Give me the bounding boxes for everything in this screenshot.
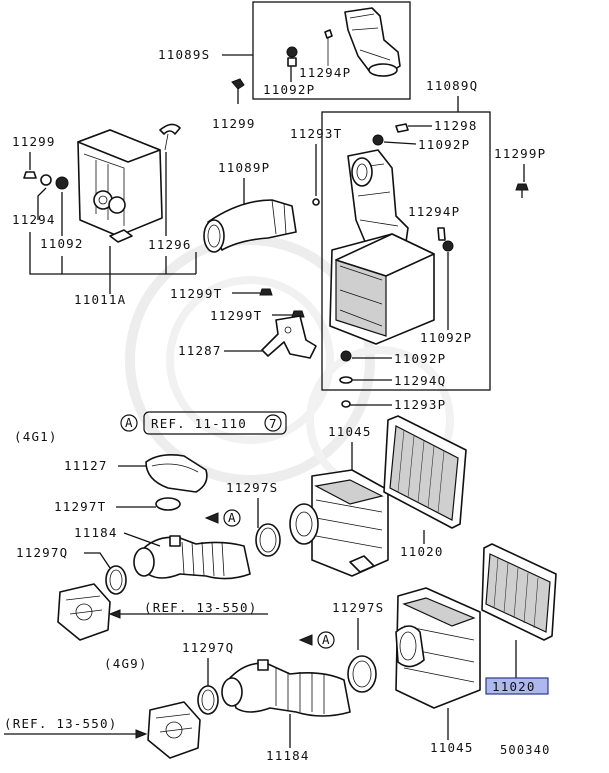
label-11092-left: 11092 <box>40 236 84 251</box>
ref-11-110-num: 7 <box>269 416 278 431</box>
ref-13-550-mid: (REF. 13-550) <box>144 600 257 615</box>
group-11089q-box <box>321 111 491 391</box>
marker-a-1: A <box>125 415 134 430</box>
label-11089s: 11089S <box>158 47 210 62</box>
ref-11-110-callout: A REF. 11-110 7 <box>120 411 287 435</box>
throttle-body-4g1 <box>57 583 111 641</box>
label-11045-top: 11045 <box>328 424 372 439</box>
label-11184-top: 11184 <box>74 525 118 540</box>
marker-a-3: A <box>322 632 331 647</box>
label-11092p-r2: 11092P <box>420 330 472 345</box>
bolt-11299 <box>231 78 245 104</box>
diagram-id: 500340 <box>500 743 551 757</box>
label-11294p-top: 11294P <box>299 65 351 80</box>
ref-13-550-bot: (REF. 13-550) <box>4 716 117 731</box>
intake-hose-bottom <box>221 659 351 717</box>
label-11297q-bot: 11297Q <box>182 640 234 655</box>
label-11020-highlighted[interactable]: 11020 <box>485 677 549 695</box>
air-cleaner-case-4g9 <box>395 587 481 709</box>
label-11293t: 11293T <box>290 126 342 141</box>
label-11020-highlight-text: 11020 <box>492 679 536 694</box>
label-11299t-b: 11299T <box>210 308 262 323</box>
cover-11127 <box>145 454 208 493</box>
label-11299p: 11299P <box>494 146 546 161</box>
label-4g1: (4G1) <box>14 429 58 444</box>
label-11127: 11127 <box>64 458 108 473</box>
label-11089p: 11089P <box>218 160 270 175</box>
bracket-11287 <box>261 315 317 359</box>
label-11045-bot: 11045 <box>430 740 474 755</box>
label-11299-left: 11299 <box>12 134 56 149</box>
label-11297q-top: 11297Q <box>16 545 68 560</box>
label-11294q: 11294Q <box>394 373 446 388</box>
label-11294p-right: 11294P <box>408 204 460 219</box>
label-11011a: 11011A <box>74 292 126 307</box>
label-11089q: 11089Q <box>426 78 478 93</box>
air-filter-bottom <box>481 543 557 641</box>
label-11299-mid: 11299 <box>212 116 256 131</box>
throttle-body-4g9 <box>147 701 201 759</box>
air-filter-top <box>383 415 467 529</box>
label-11296: 11296 <box>148 237 192 252</box>
label-11298: 11298 <box>434 118 478 133</box>
label-11092p-top: 11092P <box>263 82 315 97</box>
intake-hose-top <box>133 535 251 580</box>
air-duct-11089p <box>203 199 297 253</box>
label-11294-left: 11294 <box>12 212 56 227</box>
label-11287: 11287 <box>178 343 222 358</box>
label-11092p-r1: 11092P <box>418 137 470 152</box>
marker-a-2: A <box>228 510 237 525</box>
ref-11-110-text: REF. 11-110 <box>151 416 247 431</box>
label-11020-top: 11020 <box>400 544 444 559</box>
group-11089s-box <box>252 1 411 100</box>
label-11299t-a: 11299T <box>170 286 222 301</box>
label-4g9: (4G9) <box>104 656 148 671</box>
label-11184-bot: 11184 <box>266 748 310 763</box>
air-cleaner-case-11011a <box>77 123 181 243</box>
label-11092p-r3: 11092P <box>394 351 446 366</box>
label-11297s-b: 11297S <box>332 600 384 615</box>
label-11297s-a: 11297S <box>226 480 278 495</box>
label-11293p: 11293P <box>394 397 446 412</box>
air-cleaner-case-4g1 <box>289 469 389 577</box>
label-11297t: 11297T <box>54 499 106 514</box>
